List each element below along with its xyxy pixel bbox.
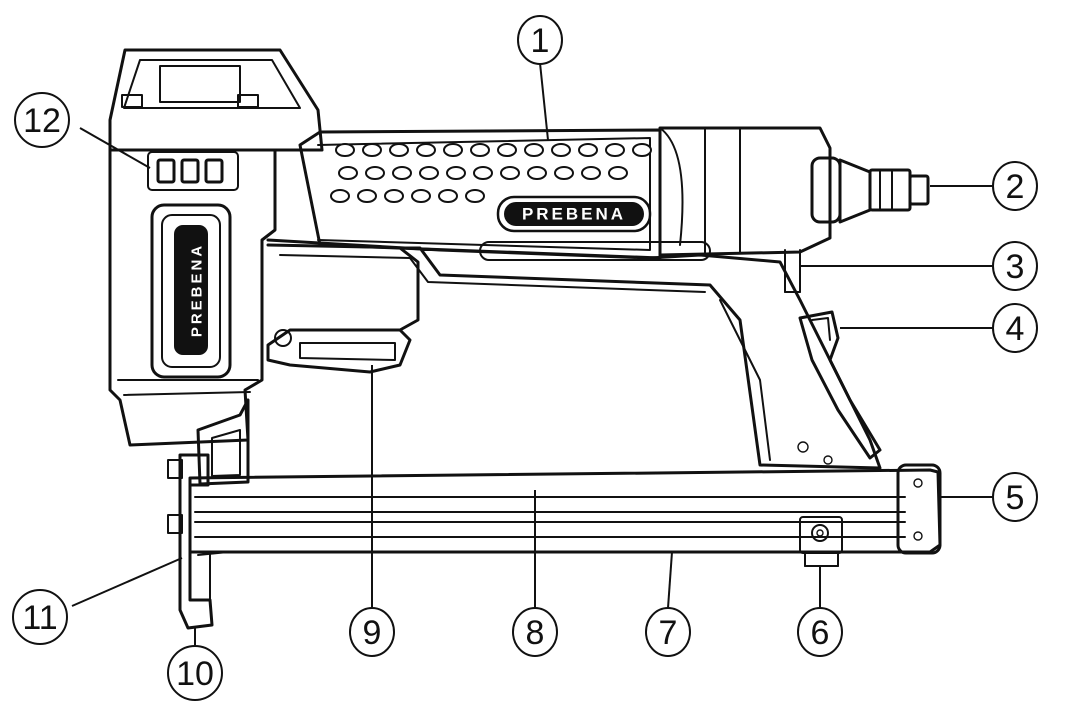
grip-dot [608,166,628,180]
grip-dot [411,189,431,203]
grip-dot [524,143,544,157]
grip-dot [578,143,598,157]
grip-dot [581,166,601,180]
callout-8: 8 [512,607,558,657]
callout-number: 12 [23,102,61,140]
grip-dot [384,189,404,203]
grip [266,238,882,470]
brand-label-vertical: PREBENA [189,243,206,337]
grip-dot [497,143,517,157]
callout-number: 10 [176,655,214,693]
grip-dot [470,143,490,157]
callout-12: 12 [14,92,70,148]
safety-lever [266,328,412,374]
callout-circle [349,607,395,657]
callout-number: 11 [22,599,57,637]
grip-dot [527,166,547,180]
callout-circle [992,241,1038,291]
brand-label-horizontal: PREBENA [522,205,626,224]
callout-circle [645,607,691,657]
callout-number: 3 [1006,248,1025,286]
callout-7: 7 [645,607,691,657]
callout-number: 2 [1006,168,1025,206]
callout-circle [14,92,70,148]
grip-dot [438,189,458,203]
leader-lines [71,62,993,645]
grip-dot [357,189,377,203]
grip-dot [632,143,652,157]
callout-circle [12,589,68,645]
grip-dot [465,189,485,203]
grip-dot [605,143,625,157]
callout-number: 4 [1006,310,1025,348]
callout-number: 6 [811,614,830,652]
callout-3: 3 [992,241,1038,291]
callout-5: 5 [992,472,1038,522]
grip-dots [330,143,652,203]
grip-dot [362,143,382,157]
grip-dot [554,166,574,180]
rear-cap [658,126,930,257]
magazine [188,463,942,567]
callout-1: 1 [517,15,563,65]
grip-dot [500,166,520,180]
callout-number: 9 [363,614,382,652]
callout-circle [992,161,1038,211]
grip-dot [335,143,355,157]
callout-number: 1 [531,22,550,60]
callout-4: 4 [992,303,1038,353]
grip-dot [473,166,493,180]
grip-barrel: PREBENA [298,128,662,260]
callout-circle [992,303,1038,353]
callout-number: 5 [1006,479,1025,517]
callout-6: 6 [797,607,843,657]
callout-circle [992,472,1038,522]
grip-dot [551,143,571,157]
callout-11: 11 [12,589,68,645]
callout-circle [512,607,558,657]
grip-dot [443,143,463,157]
grip-dot [446,166,466,180]
callout-number: 8 [526,614,545,652]
callout-number: 7 [659,614,678,652]
grip-dot [389,143,409,157]
grip-dot [365,166,385,180]
callout-2: 2 [992,161,1038,211]
nose [167,398,250,630]
head: PREBENA [108,48,324,447]
grip-dot [416,143,436,157]
grip-dot [419,166,439,180]
grip-dot [338,166,358,180]
callout-9: 9 [349,607,395,657]
grip-dot [330,189,350,203]
grip-dot [392,166,412,180]
callout-circle [517,15,563,65]
callout-circle [797,607,843,657]
callout-10: 10 [167,645,223,701]
callout-circle [167,645,223,701]
